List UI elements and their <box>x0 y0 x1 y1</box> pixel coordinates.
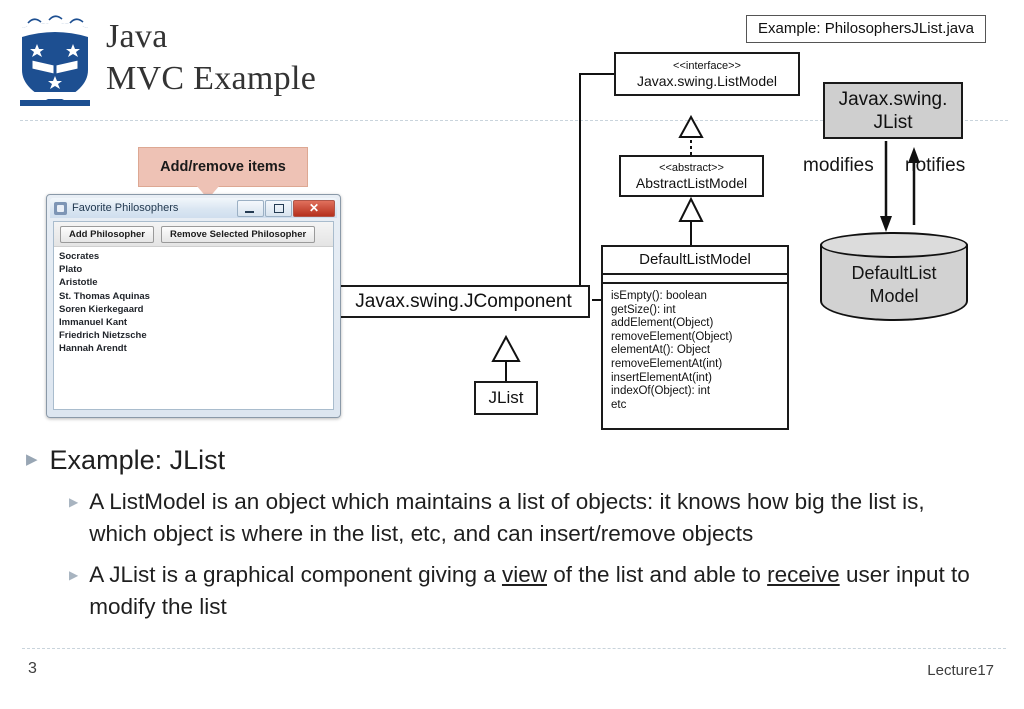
bullet-item-2-text: A JList is a graphical component giving … <box>89 559 979 623</box>
jlist-box: JList <box>474 381 538 415</box>
cylinder-label: DefaultList Model <box>820 262 968 308</box>
list-item[interactable]: Plato <box>59 264 83 276</box>
default-list-model-cylinder: DefaultList Model <box>820 232 968 322</box>
method-row: addElement(Object) <box>611 317 714 330</box>
jlist-gray-line-2: JList <box>873 111 913 133</box>
method-row: elementAt(): Object <box>611 344 711 357</box>
remove-selected-philosopher-button[interactable]: Remove Selected Philosopher <box>161 225 316 243</box>
modifies-label: modifies <box>803 155 874 176</box>
list-item[interactable]: Immanuel Kant <box>59 317 128 329</box>
cylinder-line-2: Model <box>869 286 919 306</box>
interface-stereotype: <<interface>> <box>673 59 741 72</box>
callout-add-remove-items: Add/remove items <box>138 147 308 187</box>
list-item[interactable]: Socrates <box>59 251 100 262</box>
bullet-item-2-underline-view: view <box>501 562 547 587</box>
notifies-label: notifies <box>905 155 966 176</box>
footer-divider <box>22 648 1006 649</box>
window-titlebar: Favorite Philosophers ✕ <box>50 198 337 218</box>
jlist-gray-box: Javax.swing. JList <box>823 82 963 139</box>
bullet-item-1-row: ▶ A ListModel is an object which maintai… <box>69 486 996 550</box>
bullet-item-2-row: ▶ A JList is a graphical component givin… <box>69 559 996 623</box>
example-file-label: Example: PhilosophersJList.java <box>758 20 974 37</box>
window-title: Favorite Philosophers <box>72 202 179 214</box>
abstract-stereotype: <<abstract>> <box>659 161 724 174</box>
cylinder-line-1: DefaultList <box>851 263 937 283</box>
abstract-name: AbstractListModel <box>635 174 748 191</box>
swing-app-window: Favorite Philosophers ✕ Add Philosopher … <box>46 194 341 418</box>
interface-name: Javax.swing.ListModel <box>636 72 778 89</box>
interface-listmodel-box: <<interface>> Javax.swing.ListModel <box>614 52 800 96</box>
page-title: Java MVC Example <box>106 16 316 100</box>
page-number: 3 <box>28 660 37 677</box>
add-philosopher-button[interactable]: Add Philosopher <box>60 225 154 243</box>
university-logo <box>12 10 98 108</box>
lecture-label: Lecture17 <box>927 662 994 679</box>
maximize-button[interactable] <box>265 199 292 217</box>
list-item[interactable]: St. Thomas Aquinas <box>59 290 150 302</box>
method-row: etc <box>611 398 627 411</box>
method-row: removeElement(Object) <box>611 330 733 343</box>
close-button[interactable]: ✕ <box>293 199 335 217</box>
abstract-listmodel-box: <<abstract>> AbstractListModel <box>619 155 764 197</box>
list-item[interactable]: Soren Kierkegaard <box>59 303 144 315</box>
application-icon <box>54 201 67 215</box>
sub-bullet-marker-icon: ▶ <box>69 495 79 509</box>
bullet-content: ▶ Example: JList ▶ A ListModel is an obj… <box>26 443 996 623</box>
list-item[interactable]: Friedrich Nietzsche <box>59 330 147 342</box>
default-list-model-attributes-compartment <box>603 275 787 284</box>
title-line-2: MVC Example <box>106 60 317 97</box>
method-row: removeElementAt(int) <box>611 357 723 370</box>
list-item[interactable]: Hannah Arendt <box>59 343 127 355</box>
example-file-box: Example: PhilosophersJList.java <box>746 15 986 43</box>
method-row: insertElementAt(int) <box>611 371 712 384</box>
minimize-button[interactable] <box>237 199 264 217</box>
method-row: getSize(): int <box>611 303 676 316</box>
sub-bullet-marker-icon: ▶ <box>69 568 79 582</box>
window-toolbar: Add Philosopher Remove Selected Philosop… <box>54 222 333 247</box>
bullet-marker-icon: ▶ <box>26 451 38 468</box>
window-content: Add Philosopher Remove Selected Philosop… <box>53 221 334 410</box>
slide-header: Java MVC Example <box>0 0 1024 122</box>
bullet-item-2-part-1: A JList is a graphical component giving … <box>89 562 502 587</box>
bullet-heading-text: Example: JList <box>49 445 226 475</box>
list-item[interactable]: Aristotle <box>59 277 98 289</box>
cylinder-top-ellipse <box>820 232 968 258</box>
bullet-item-2-part-3: user input to modify the list <box>89 562 970 619</box>
bullet-item-1-text: A ListModel is an object which maintains… <box>89 489 925 546</box>
method-row: isEmpty(): boolean <box>611 290 707 302</box>
header-divider <box>20 120 1008 121</box>
method-row: indexOf(Object): int <box>611 385 711 398</box>
jcomponent-label: Javax.swing.JComponent <box>355 290 572 312</box>
jlist-label: JList <box>488 388 524 407</box>
callout-label: Add/remove items <box>160 159 286 175</box>
bullet-heading-row: ▶ Example: JList <box>26 443 996 477</box>
bullet-item-2-part-2: of the list and able to <box>546 562 768 587</box>
jlist-gray-line-1: Javax.swing. <box>838 88 948 110</box>
default-list-model-title: DefaultListModel <box>603 247 787 275</box>
title-line-1: Java <box>106 18 168 55</box>
bullet-item-2-underline-receive: receive <box>767 562 840 587</box>
jcomponent-box: Javax.swing.JComponent <box>337 285 590 318</box>
